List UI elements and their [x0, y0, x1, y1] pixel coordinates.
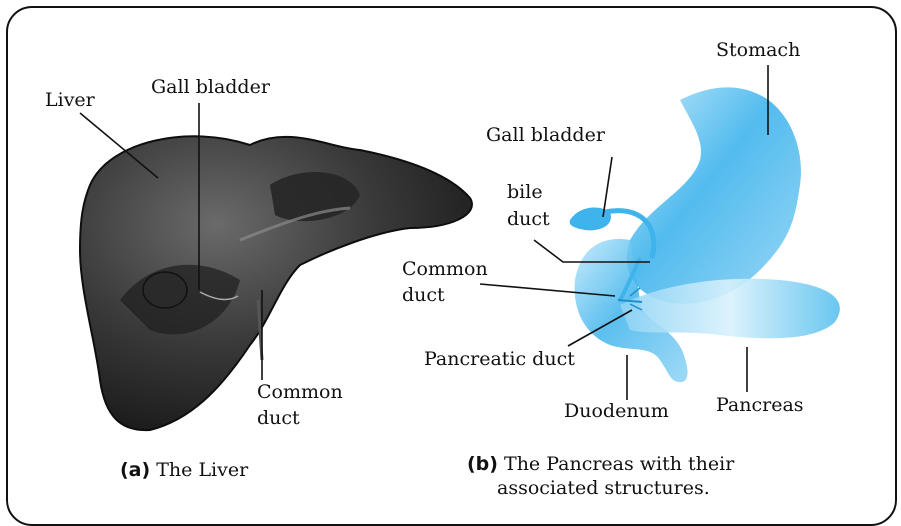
caption-a-text: The Liver — [156, 459, 248, 481]
illustration — [0, 0, 901, 504]
caption-b-prefix: (b) — [467, 453, 498, 475]
caption-b-line2: associated structures. — [497, 476, 710, 500]
label-common-duct-a-line1: Common — [257, 381, 343, 403]
label-bile-duct-line2: duct — [507, 208, 550, 230]
label-duodenum: Duodenum — [564, 400, 669, 422]
label-bile-duct-line1: bile — [507, 181, 543, 203]
label-stomach: Stomach — [716, 39, 800, 61]
leader-gall-bladder-b — [603, 157, 612, 217]
label-pancreas: Pancreas — [716, 394, 804, 416]
label-liver: Liver — [45, 89, 95, 111]
digestive-organs-illustration — [570, 87, 840, 382]
label-pancreatic-duct: Pancreatic duct — [424, 348, 575, 370]
caption-a: (a) The Liver — [120, 458, 248, 482]
caption-b-text-line1: The Pancreas with their — [504, 453, 734, 475]
label-common-duct-a-line2: duct — [257, 407, 300, 429]
caption-a-prefix: (a) — [120, 459, 150, 481]
label-gall-bladder-b: Gall bladder — [486, 124, 605, 146]
caption-b-line1: (b) The Pancreas with their — [467, 452, 734, 476]
label-common-duct-b-line1: Common — [402, 258, 488, 280]
label-common-duct-b-line2: duct — [402, 284, 445, 306]
label-gall-bladder-a: Gall bladder — [151, 76, 270, 98]
